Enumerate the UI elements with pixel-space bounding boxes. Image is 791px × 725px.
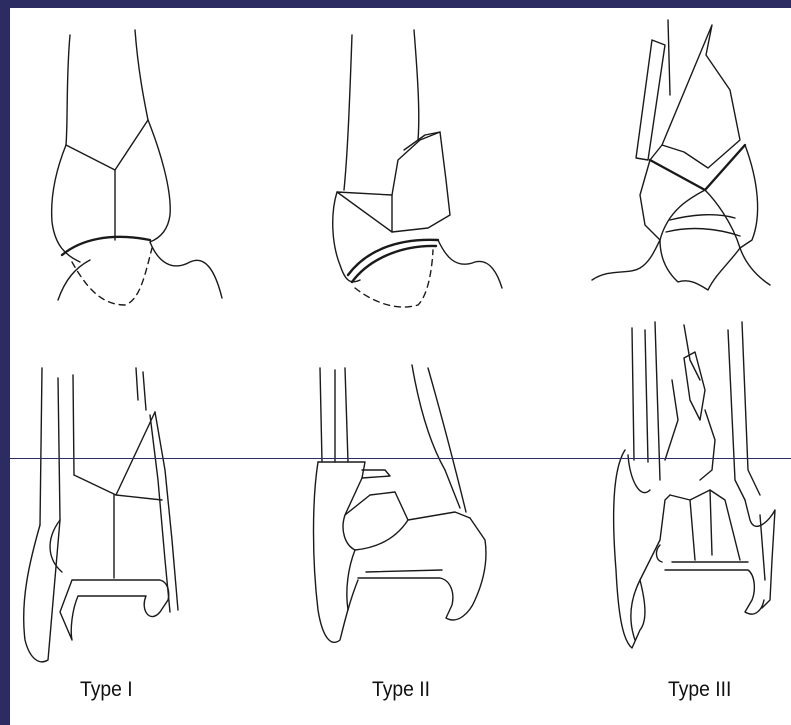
caption-type-1: Type I: [80, 678, 133, 702]
type-1-lateral-view: [52, 30, 222, 305]
horizontal-divider-line: [10, 458, 791, 459]
type-1-ap-view: [24, 368, 178, 662]
type-2-lateral-view: [333, 30, 502, 307]
caption-type-3: Type III: [668, 678, 731, 702]
type-3-lateral-view: [592, 20, 770, 290]
caption-type-2: Type II: [372, 678, 430, 702]
type-3-ap-view: [614, 322, 775, 648]
type-2-ap-view: [314, 365, 486, 642]
